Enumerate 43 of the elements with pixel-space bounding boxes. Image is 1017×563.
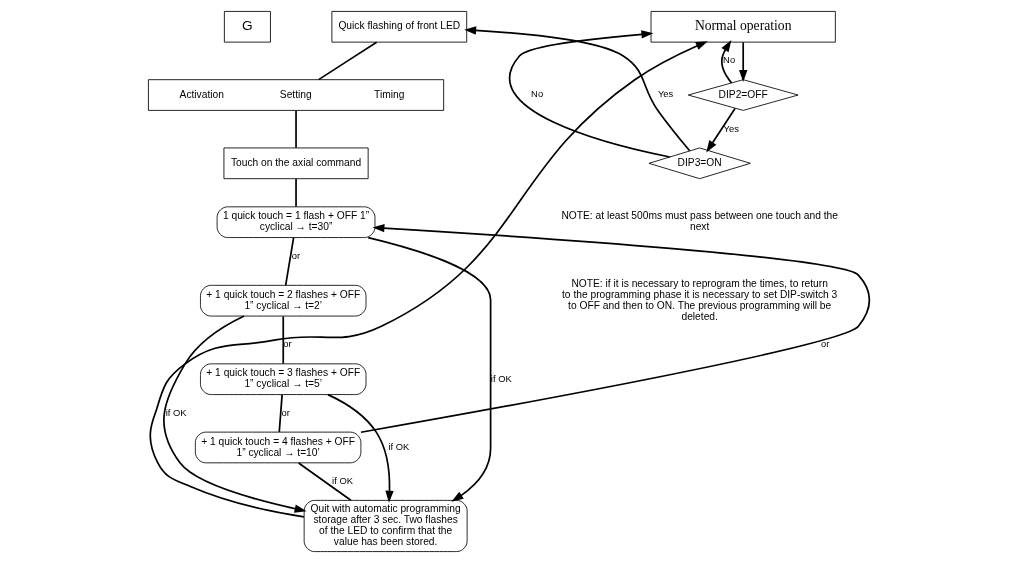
node-diamond: DIP3=ON [648,147,751,180]
arrow [738,41,747,83]
node-box: Activation Setting Timing [147,79,444,111]
edge-label: or [282,339,292,350]
edge-label: if OK [490,373,512,384]
arrow [366,236,491,502]
arrow [326,393,394,503]
arrow [148,41,708,518]
connector [284,237,294,286]
edge-label: Yes [657,89,673,100]
connector [294,178,297,208]
node-diamond: DIP2=OFF [687,79,798,111]
node-box: 1 quick touch = 1 flash + OFF 1” cyclical → t=30” [216,206,375,238]
arrow [359,223,870,434]
node-box: Quick flashing of front LED [330,11,467,43]
edge-label: No [530,89,543,100]
arrow [705,107,736,153]
label: NOTE: if it is necessary to reprogram the times, to return to the programming phase it is necessary to set DIP-switch 3 to OFF and then to ON. The previous programming will be deleted. [561,277,837,322]
edge-label: or [820,339,829,350]
label: G [241,18,253,34]
connector [277,393,283,433]
edge-label: if OK [331,476,353,486]
connector [297,462,352,502]
connector [294,109,297,149]
arrow [508,30,671,158]
edge-label: if OK [165,407,187,418]
arrow [162,315,307,513]
arrow [720,39,732,84]
node-box: Normal operation [650,11,836,43]
edge-label: if OK [387,441,409,452]
node-box: Quit with automatic programming storage after 3 sec. Two flashes of the LED to confirm that the value has been stored. [303,499,468,552]
label: NOTE: at least 500ms must pass between one touch and the next [560,210,838,233]
edge-label: or [281,407,290,418]
edge-label: Yes [723,123,739,134]
edge-label: or [291,250,300,261]
node-box: + 1 quick touch = 4 flashes + OFF 1” cyclical → t=10’ [194,431,361,464]
arrow [463,26,691,152]
connector [317,41,377,81]
edge-label: No [722,55,735,66]
connector [281,315,284,365]
node-box: + 1 quick touch = 2 flashes + OFF 1” cyclical → t=2’ [199,284,366,317]
node-box: + 1 quick touch = 3 flashes + OFF 1” cyclical → t=5’ [199,363,366,395]
node-box: Touch on the axial command [223,147,369,180]
